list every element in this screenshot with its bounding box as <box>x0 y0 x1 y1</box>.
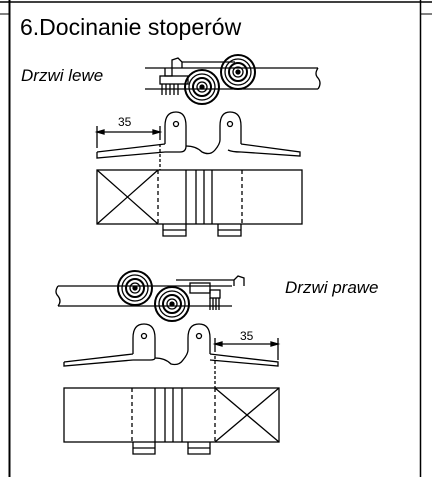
left-door-wheel-1 <box>184 69 220 105</box>
label-left-door: Drzwi lewe <box>21 66 104 85</box>
left-door-wheel-2 <box>220 54 256 90</box>
label-right-door: Drzwi prawe <box>285 278 379 297</box>
section-title: 6.Docinanie stoperów <box>20 14 242 40</box>
top-dimension-label: 35 <box>118 115 132 129</box>
right-door-wheel-2 <box>154 286 190 322</box>
left-stopper-side <box>96 111 301 170</box>
right-door-wheel-1 <box>117 270 153 306</box>
bottom-dimension-label: 35 <box>240 329 254 343</box>
left-dimension-line <box>94 126 163 148</box>
right-door-rail <box>55 285 232 307</box>
right-stopper-side <box>63 323 279 388</box>
left-door-carriage <box>159 57 235 95</box>
right-door-carriage <box>176 275 245 310</box>
left-stopper-plan <box>96 169 303 237</box>
right-stopper-plan <box>63 387 280 455</box>
right-dimension-line <box>212 338 281 360</box>
